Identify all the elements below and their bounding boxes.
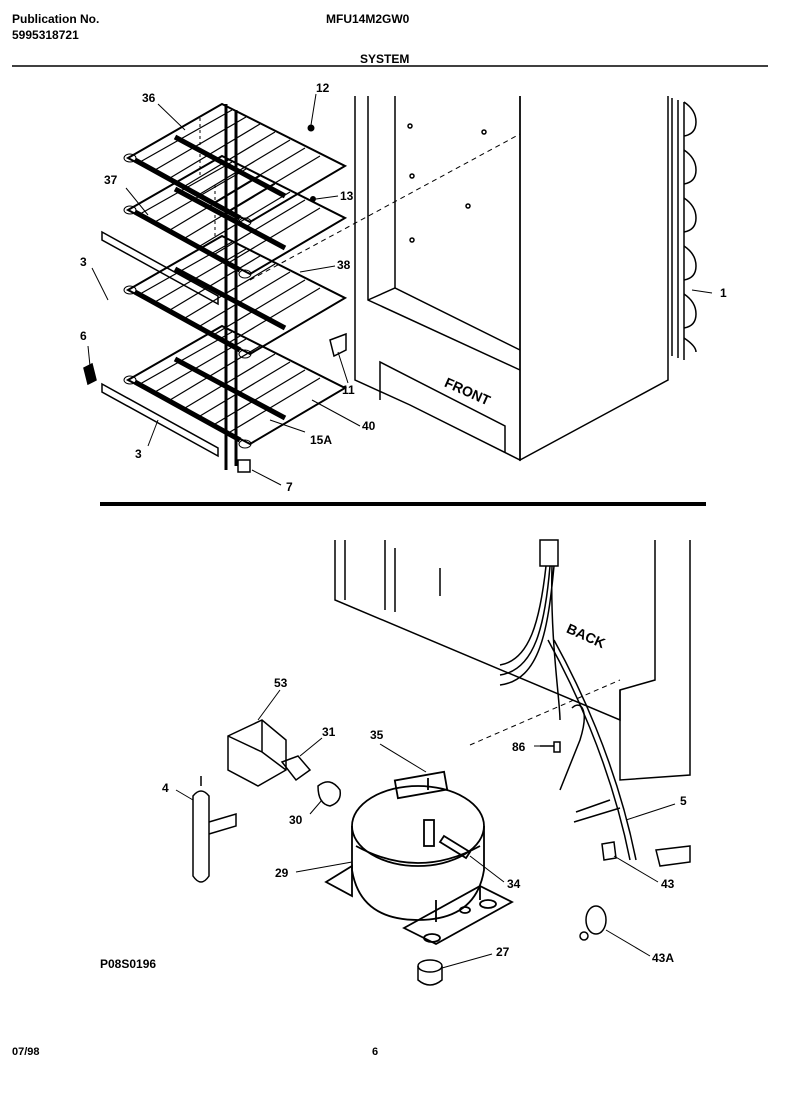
part-callout-43: 43 [661, 877, 675, 891]
evaporator-shelf-assembly [83, 102, 521, 473]
grommet [417, 959, 443, 986]
model-number: MFU14M2GW0 [326, 12, 410, 26]
footer-date: 07/98 [12, 1046, 40, 1058]
part-callout-7: 7 [286, 480, 293, 494]
figure-code: P08S0196 [100, 957, 157, 971]
part-callout-4: 4 [162, 781, 169, 795]
compressor [324, 770, 514, 946]
part-callout-30: 30 [289, 813, 303, 827]
part-callout-11: 11 [342, 383, 355, 397]
filter-drier [192, 776, 237, 883]
section-title: SYSTEM [360, 52, 410, 66]
clamp [579, 905, 607, 941]
part-callout-12: 12 [316, 81, 330, 95]
publication-number: 5995318721 [12, 28, 79, 42]
part-callout-40: 40 [362, 419, 376, 433]
part-callout-38: 38 [337, 258, 351, 272]
relay-overload [227, 719, 342, 807]
part-callout-5: 5 [680, 794, 687, 808]
publication-label: Publication No. [12, 12, 100, 26]
condenser-coil [671, 98, 697, 360]
part-callout-35: 35 [370, 728, 384, 742]
part-callout-36: 36 [142, 91, 156, 105]
page-number: 6 [372, 1046, 379, 1058]
part-callout-43a: 43A [652, 951, 675, 965]
part-callout-34: 34 [507, 877, 521, 891]
part-callout-37: 37 [104, 173, 118, 187]
part-callout-6: 6 [80, 329, 87, 343]
part-callout-53: 53 [274, 676, 288, 690]
part-callout-86: 86 [512, 740, 526, 754]
screw [540, 741, 561, 753]
part-callout-27: 27 [496, 945, 510, 959]
part-callout-3-upper: 3 [80, 255, 87, 269]
freezer-cabinet-back [334, 540, 691, 781]
part-callout-3-lower: 3 [135, 447, 142, 461]
part-callout-13: 13 [340, 189, 354, 203]
evaporator-shelf-4 [123, 324, 348, 449]
lower-leader-lines [175, 689, 676, 969]
wiring-harness [499, 539, 691, 867]
part-callout-29: 29 [275, 866, 289, 880]
part-callout-15a: 15A [310, 433, 333, 447]
freezer-cabinet-front [354, 96, 669, 462]
upper-leader-lines [87, 93, 713, 486]
evaporator-shelf-2 [123, 154, 348, 279]
part-callout-31: 31 [322, 725, 336, 739]
part-callout-1: 1 [720, 286, 727, 300]
